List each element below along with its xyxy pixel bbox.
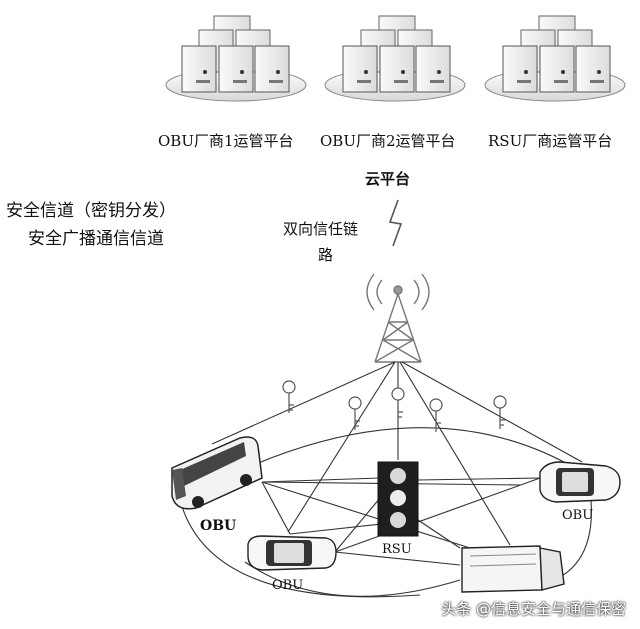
car-right-icon <box>539 461 621 503</box>
server-group-rsu <box>484 15 626 102</box>
truck-icon <box>461 545 565 593</box>
platform-label-obu2: OBU厂商2运管平台 <box>320 132 456 150</box>
car-left-icon <box>247 535 337 571</box>
key-icon <box>282 380 296 413</box>
bus-icon <box>171 436 263 510</box>
car-right-obu-label: OBU <box>562 508 594 523</box>
tower-links <box>211 361 583 546</box>
key-icon <box>493 395 507 429</box>
cloud-platform-title: 云平台 <box>365 170 411 188</box>
platform-label-obu1: OBU厂商1运管平台 <box>158 132 294 150</box>
trust-link-label-line1: 双向信任链 <box>283 220 359 238</box>
key-icon <box>429 398 443 432</box>
server-group-obu1 <box>165 15 307 102</box>
key-icon <box>348 396 362 430</box>
secure-channel-label: 安全信道（密钥分发） <box>6 201 176 221</box>
traffic-light-icon <box>377 461 419 537</box>
trust-link-label-line2: 路 <box>318 246 334 264</box>
lightning-icon <box>388 199 403 247</box>
server-group-obu2 <box>324 15 466 102</box>
key-icons <box>282 380 507 432</box>
bus-obu-label: OBU <box>200 518 237 534</box>
tower-icon <box>366 273 430 363</box>
watermark: 头条 @信息安全与通信保密 <box>441 600 626 618</box>
car-left-obu-label: OBU <box>272 578 304 593</box>
platform-label-rsu: RSU厂商运管平台 <box>488 132 613 150</box>
broadcast-channel-label: 安全广播通信信道 <box>28 229 164 249</box>
key-icon <box>391 387 405 421</box>
vehicle-mesh <box>179 427 592 598</box>
rsu-label: RSU <box>382 542 412 557</box>
